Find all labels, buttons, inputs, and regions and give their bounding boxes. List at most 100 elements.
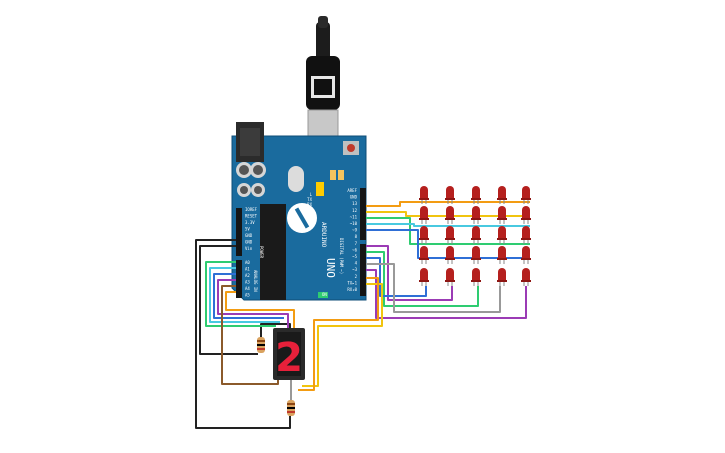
led [445,226,455,244]
analog-pin-label: A0 [245,260,250,265]
led [445,186,455,204]
digital-pin-label: GND [350,195,358,200]
led-base [497,218,507,220]
led-base [521,280,531,282]
led-body [522,246,530,258]
led-base [497,238,507,240]
led-base [445,218,455,220]
led-base [471,198,481,200]
led-base [445,238,455,240]
led-base [419,280,429,282]
led-body [498,226,506,238]
board-led-label: TX [307,197,312,202]
led-matrix [419,186,531,286]
led [471,268,481,286]
led-base [521,198,531,200]
digital-pin-label: ~10 [350,221,358,226]
led [497,246,507,264]
led [419,206,429,224]
led [445,206,455,224]
digital-pin-label: ~9 [352,228,357,233]
led-base [497,198,507,200]
brand-label: ARDUINO [320,222,327,248]
analog-header [236,260,242,298]
led-base [471,280,481,282]
led [419,226,429,244]
wire [366,263,501,313]
led-base [419,238,429,240]
led [471,186,481,204]
digital-pin-label: 13 [352,201,357,206]
led [471,226,481,244]
led [521,226,531,244]
led-body [522,226,530,238]
led-base [521,238,531,240]
resistor-bottom [287,400,295,416]
analog-pin-label: A4 [245,286,250,291]
wire [217,279,289,328]
wire [366,251,479,307]
led-body [498,186,506,198]
led-body [420,226,428,238]
digital-pin-label: RX◂0 [347,287,357,292]
led-base [419,258,429,260]
power-header [236,208,242,256]
led-body [522,206,530,218]
analog-header-title: ANALOG IN [253,270,258,292]
wire [366,223,530,227]
power-header-title: POWER [259,246,264,259]
power-pin-label: RESET [245,214,258,219]
power-pin-label: Vin [245,246,253,251]
digital-pin-label: ~6 [352,247,357,252]
power-pin-label: GND [245,233,253,238]
wire [195,239,291,429]
led [419,246,429,264]
led-body [498,268,506,280]
led-body [522,268,530,280]
digital-pin-label: 8 [355,234,358,239]
led [419,268,429,286]
wire [366,211,530,217]
led-base [497,258,507,260]
led-base [419,218,429,220]
digital-pin-label: 4 [355,261,358,266]
led-body [498,246,506,258]
digital-pin-label: 12 [352,208,357,213]
on-label: ON [322,292,327,297]
analog-pin-label: A2 [245,273,250,278]
wire [205,261,276,327]
power-pin-label: 3.3V [245,220,255,225]
led-body [472,226,480,238]
digital-header-low [360,244,366,296]
led [521,186,531,204]
usb-cable [306,16,340,155]
led-body [472,246,480,258]
wire [213,273,284,319]
wire [366,269,527,319]
led [497,186,507,204]
arduino-board: ARDUINO UNO ON POWER ANALOG IN DIGITAL (… [231,122,367,301]
display-digit: 2 [275,335,303,381]
led-body [420,206,428,218]
led-base [521,258,531,260]
power-pin-label: IOREF [245,207,258,212]
led-body [446,246,454,258]
led [445,268,455,286]
digital-pin-label: ~11 [350,214,358,219]
digital-pin-label: 2 [355,274,358,279]
led-body [522,186,530,198]
digital-header-high [360,188,366,240]
model-label: UNO [324,258,337,278]
analog-pin-label: A5 [245,293,250,298]
reset-button-cap[interactable] [347,144,355,152]
wire [366,201,530,207]
led-base [471,218,481,220]
led-body [472,186,480,198]
board-led-label: L [310,192,313,197]
board-led-label: RX [307,202,312,207]
led-base [521,218,531,220]
led-body [446,206,454,218]
